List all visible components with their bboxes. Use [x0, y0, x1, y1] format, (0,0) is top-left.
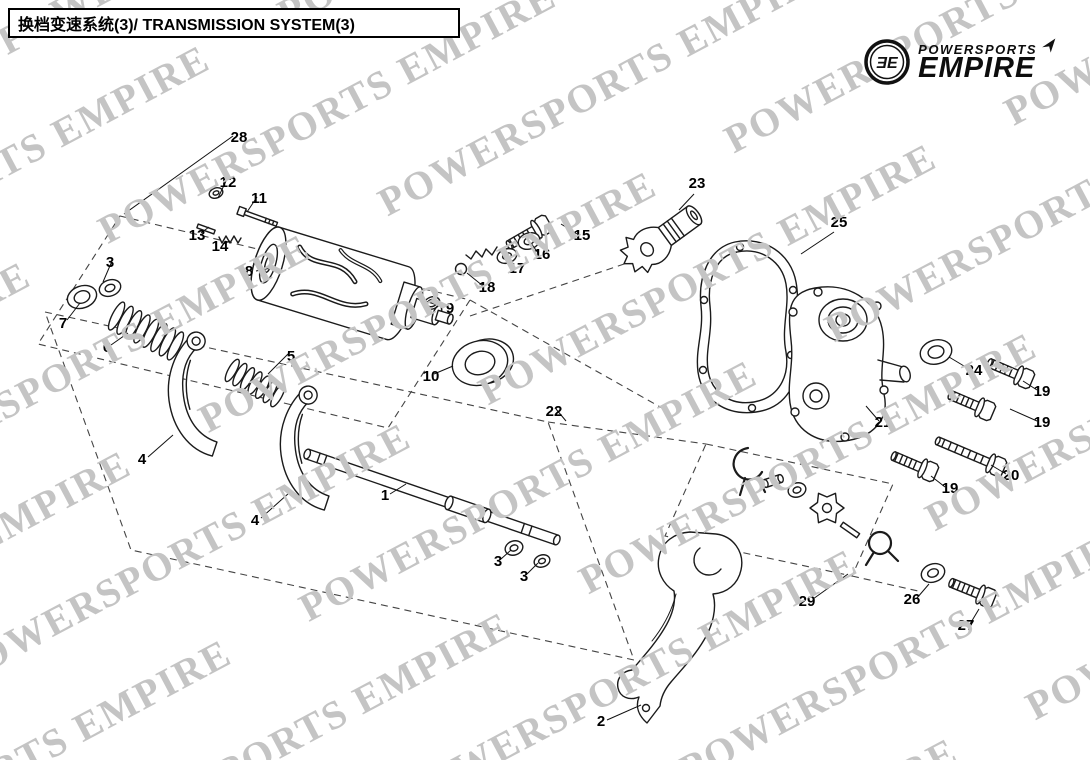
brand-name-bottom: EMPIRE — [918, 51, 1036, 84]
part-label-1: 1 — [381, 487, 389, 504]
brand-logo[interactable]: ƎE POWERSPORTS EMPIRE — [863, 36, 1064, 86]
part-label-23: 23 — [689, 175, 706, 192]
brand-emblem-icon: ƎE — [864, 39, 910, 85]
part-label-17: 17 — [509, 260, 526, 277]
part-3-washer-a — [98, 278, 122, 298]
page-title: 换档变速系统(3)/ TRANSMISSION SYSTEM(3) — [18, 17, 355, 34]
part-label-3c: 3 — [520, 568, 528, 585]
brand-text: POWERSPORTS EMPIRE — [918, 42, 1037, 83]
part-label-13: 13 — [189, 227, 206, 244]
part-label-27: 27 — [958, 617, 975, 634]
part-19-bolt-c — [887, 445, 941, 484]
part-21-cover — [788, 286, 911, 443]
title-box: 换档变速系统(3)/ TRANSMISSION SYSTEM(3) — [8, 8, 460, 38]
part-label-6: 6 — [103, 339, 111, 356]
part-label-12: 12 — [220, 174, 237, 191]
part-label-19b: 19 — [1034, 414, 1051, 431]
part-17-washer — [496, 247, 518, 265]
part-label-11: 11 — [251, 190, 267, 207]
part-label-29: 29 — [799, 593, 816, 610]
part-label-19a: 19 — [1034, 383, 1051, 400]
cursor-arrow-icon — [1042, 37, 1056, 53]
part-label-28: 28 — [231, 129, 248, 146]
part-label-10: 10 — [423, 368, 440, 385]
part-label-21: 21 — [875, 414, 892, 431]
brand-name-top: POWERSPORTS — [918, 41, 1037, 57]
part-label-22: 22 — [546, 403, 563, 420]
part-18-ball-and-spring — [454, 246, 498, 276]
leader-lines — [66, 135, 1038, 721]
part-label-24: 24 — [966, 362, 983, 379]
part-8-shift-drum — [250, 226, 454, 341]
parts-layer — [66, 187, 1037, 724]
cursor-arrow-wrap — [1042, 36, 1062, 61]
part-7-bushing — [66, 284, 98, 310]
part-14-spring — [218, 235, 242, 244]
part-5-spring — [224, 358, 286, 408]
part-labels: 28 12 11 13 14 3 7 6 8 9 10 5 4 4 1 3 3 … — [59, 129, 1051, 730]
part-label-3b: 3 — [494, 553, 502, 570]
part-label-18: 18 — [479, 279, 496, 296]
part-29-ratchet-group — [732, 446, 900, 567]
part-label-26: 26 — [904, 591, 921, 608]
part-label-4a: 4 — [138, 451, 147, 468]
part-label-20: 20 — [1003, 467, 1020, 484]
part-label-9: 9 — [446, 300, 454, 317]
part-label-3a: 3 — [106, 254, 114, 271]
part-24-oil-seal — [919, 338, 953, 366]
part-2-shift-arm — [616, 531, 743, 724]
part-label-14: 14 — [212, 238, 229, 255]
part-19-bolt-b — [944, 384, 998, 423]
part-label-4b: 4 — [251, 512, 260, 529]
part-4-shift-fork-b — [269, 383, 338, 517]
part-3-washer-c — [533, 554, 551, 568]
part-label-15: 15 — [574, 227, 591, 244]
part-label-19c: 19 — [942, 480, 959, 497]
part-9-circlip — [423, 296, 441, 310]
assembly-plane-dashed-lines — [37, 215, 919, 661]
brand-emblem-text: ƎE — [876, 55, 899, 72]
part-6-spring — [107, 301, 185, 361]
part-label-25: 25 — [831, 214, 848, 231]
part-10-bearing — [451, 338, 515, 387]
part-label-2: 2 — [597, 713, 605, 730]
part-11-screw — [236, 205, 279, 227]
part-20-bolt — [931, 430, 1009, 479]
part-27-bolt — [945, 572, 999, 610]
part-1-shift-shaft — [303, 448, 561, 546]
part-label-8: 8 — [245, 263, 253, 280]
part-25-gasket — [696, 240, 799, 414]
part-23-shift-cam — [619, 205, 703, 274]
part-label-7: 7 — [59, 315, 67, 332]
part-label-16: 16 — [534, 246, 551, 263]
part-label-5: 5 — [287, 348, 295, 365]
part-26-washer — [920, 562, 946, 584]
part-16-washer — [517, 231, 541, 251]
